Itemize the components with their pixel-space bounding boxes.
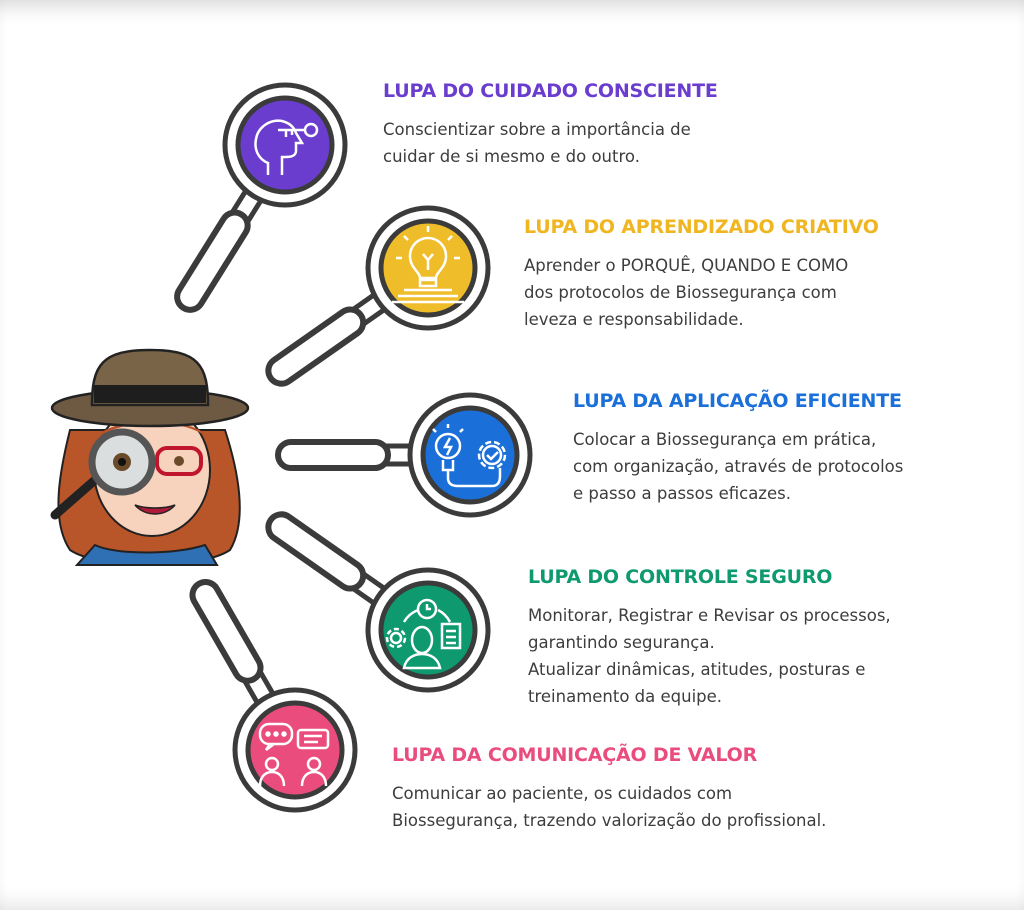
item-text: leveza e responsabilidade. (524, 310, 744, 329)
item-text: e passo a passos eficazes. (573, 484, 791, 503)
item-text: com organização, através de protocolos (573, 457, 904, 476)
chat-people-icon (258, 722, 330, 787)
item-text: treinamento da equipe. (528, 687, 723, 706)
item-title: LUPA DA COMUNICAÇÃO DE VALOR (392, 744, 758, 766)
magnifier-aplicacao (278, 392, 533, 518)
item-title: LUPA DA APLICAÇÃO EFICIENTE (573, 390, 902, 412)
head-key-icon (254, 119, 319, 175)
item-text: Colocar a Biossegurança em prática, (573, 430, 877, 449)
item-text: Aprender o PORQUÊ, QUANDO E COMO (524, 256, 849, 275)
detective-illustration (50, 348, 250, 566)
item-controle: LUPA DO CONTROLE SEGURO Monitorar, Regis… (528, 566, 891, 710)
item-title: LUPA DO CONTROLE SEGURO (528, 566, 833, 588)
item-text: cuidar de si mesmo e do outro. (383, 147, 640, 166)
item-text: garantindo segurança. (528, 633, 715, 652)
magnifier-controle (263, 509, 491, 693)
magnifier-aprendizado (263, 205, 491, 389)
magnifier-comunicacao (188, 577, 358, 813)
item-text: Comunicar ao paciente, os cuidados com (392, 784, 733, 803)
item-text: Conscientizar sobre a importância de (383, 120, 691, 139)
item-comunicacao: LUPA DA COMUNICAÇÃO DE VALOR Comunicar a… (392, 744, 826, 834)
item-text: Atualizar dinâmicas, atitudes, posturas … (528, 660, 866, 679)
lightbulb-book-icon (392, 226, 464, 304)
lightbulb-gear-icon (432, 424, 507, 488)
person-gear-clipboard-icon (385, 598, 462, 670)
item-text: Biossegurança, trazendo valorização do p… (392, 811, 827, 830)
item-title: LUPA DO APRENDIZADO CRIATIVO (524, 216, 879, 238)
item-text: dos protocolos de Biossegurança com (524, 283, 837, 302)
item-title: LUPA DO CUIDADO CONSCIENTE (383, 80, 718, 102)
item-aplicacao: LUPA DA APLICAÇÃO EFICIENTE Colocar a Bi… (573, 390, 903, 507)
item-text: Monitorar, Registrar e Revisar os proces… (528, 606, 891, 625)
magnifier-cuidado (172, 82, 348, 315)
item-cuidado: LUPA DO CUIDADO CONSCIENTE Conscientizar… (383, 80, 718, 170)
item-aprendizado: LUPA DO APRENDIZADO CRIATIVO Aprender o … (524, 216, 879, 333)
